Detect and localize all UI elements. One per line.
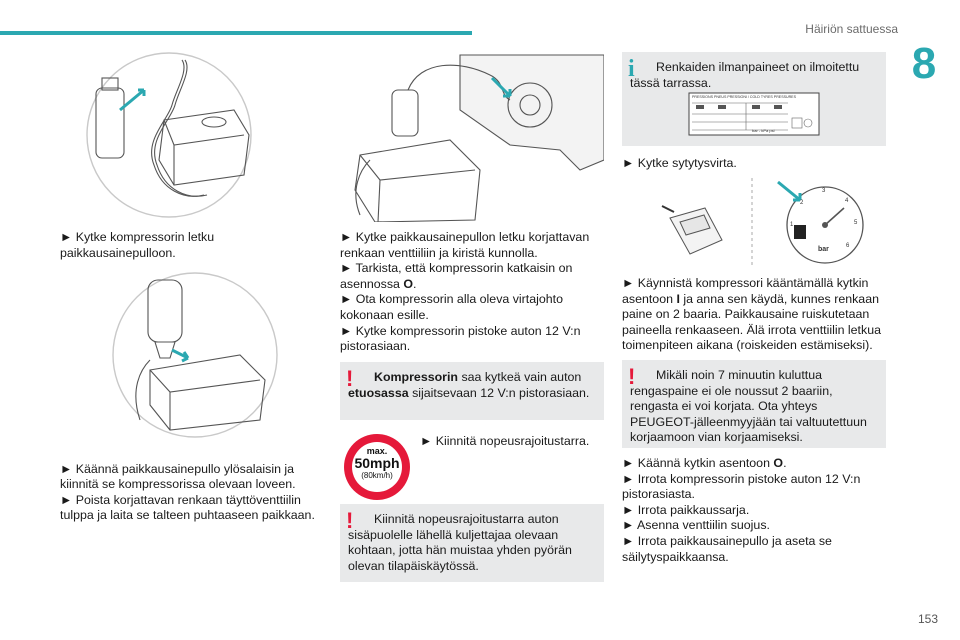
warning-text-sticker: Kiinnitä nopeusrajoitustarra auton sisäp… <box>348 512 572 573</box>
col1-text-1: ► Kytke kompressorin letku paikkausainep… <box>60 230 215 260</box>
gauge-unit-bar: bar <box>818 246 829 253</box>
compressor-switch-gauge-illustration <box>661 178 864 268</box>
warning-text-pressure: Mikäli noin 7 minuutin kuluttua rengaspa… <box>630 368 867 445</box>
warning-icon: ! <box>628 364 636 389</box>
warning-box-pressure: ! Mikäli noin 7 minuutin kuluttua rengas… <box>622 360 886 448</box>
bottle-upside-down-illustration <box>112 272 278 438</box>
gauge-tick-2: 2 <box>800 200 804 206</box>
chapter-number: 8 <box>911 39 937 88</box>
speed-sign-max: max. <box>366 446 388 456</box>
speed-limit-sticker-icon <box>344 434 410 500</box>
col1-paragraph-2: ► Käännä paikkausainepullo ylösalaisin j… <box>60 446 322 524</box>
warning-box-front-socket: ! Kompressorin saa kytkeä vain auton etu… <box>340 362 604 420</box>
col1-paragraph-1: ► Kytke kompressorin letku paikkausainep… <box>60 230 322 261</box>
warning-end: sijaitsevaan 12 V:n pistorasiaan. <box>408 385 590 400</box>
section-title: Häiriön sattuessa <box>805 22 898 36</box>
col3-step-unplug: ► Irrota kompressorin pistoke auton 12 V… <box>622 471 861 502</box>
col3-paragraph-1: ► Kytke sytytysvirta. <box>622 156 886 172</box>
col2-step-sticker: ► Kiinnitä nopeusrajoitustarra. <box>420 434 590 448</box>
warning-bold-front: etuosassa <box>348 385 409 400</box>
page-number: 153 <box>917 612 938 627</box>
col3-paragraph-3: ► Käännä kytkin asentoon O. ► Irrota kom… <box>622 456 886 565</box>
speed-sign-text: max. 50mph (80km/h) <box>342 446 412 481</box>
gauge-tick-3: 3 <box>822 188 826 194</box>
warning-text: Kompressorin saa kytkeä vain auton etuos… <box>348 370 596 401</box>
info-icon: i <box>628 56 635 82</box>
col3-step-ignition: ► Kytke sytytysvirta. <box>622 156 737 170</box>
switch-position-o: O <box>403 276 414 291</box>
col2-paragraph-1: ► Kytke paikkausainepullon letku korjatt… <box>340 230 604 355</box>
col2-paragraph-2: ► Kiinnitä nopeusrajoitustarra. <box>420 434 604 450</box>
gauge-tick-1: 1 <box>790 222 794 228</box>
col3-step-start-a: ► Käynnistä kompressori kääntämällä kytk… <box>622 276 869 306</box>
gauge-tick-4: 4 <box>845 198 849 204</box>
col3-step-valve-cap: ► Asenna venttiilin suojus. <box>622 518 770 533</box>
header-accent-bar <box>0 31 472 35</box>
col2-step-plug: ► Kytke kompressorin pistoke auton 12 V:… <box>340 323 581 354</box>
warning-icon: ! <box>346 508 354 533</box>
col2-step-connect-hose: ► Kytke paikkausainepullon letku korjatt… <box>340 230 590 260</box>
col3-step-store-bottle: ► Irrota paikkausainepullo ja aseta se s… <box>622 533 832 564</box>
info-text: Renkaiden ilmanpaineet on ilmoitettu täs… <box>630 60 860 90</box>
warning-bold-compressor: Kompressorin <box>374 370 458 384</box>
warning-box-sticker: ! Kiinnitä nopeusrajoitustarra auton sis… <box>340 504 604 582</box>
col3-step-start-b: ja anna sen käydä, kunnes renkaan paine … <box>622 291 881 353</box>
tyre-label-bar: bar <box>752 128 758 133</box>
tyre-label-kpa: kPa <box>761 128 769 133</box>
tyre-label-units: bar - kPa psi <box>752 128 775 133</box>
gauge-tick-6: 6 <box>846 243 850 249</box>
col3-paragraph-2: ► Käynnistä kompressori kääntämällä kytk… <box>622 276 886 354</box>
switch-position-o-2: O <box>773 456 784 470</box>
compressor-bottle-illustration <box>86 52 252 218</box>
speed-sign-kmh: (80km/h) <box>361 471 393 480</box>
col3-step-switch-o: ► Käännä kytkin asentoon O. <box>622 456 787 470</box>
tyre-label-psi: psi <box>769 128 775 133</box>
hose-to-tyre-illustration <box>354 54 604 222</box>
switch-position-i: I <box>676 291 680 306</box>
tyre-pressure-label-illustration <box>688 92 820 136</box>
col3-step-switch-o-text: ► Käännä kytkin asentoon <box>622 456 774 470</box>
speed-sign-value: 50mph <box>354 455 400 471</box>
gauge-tick-5: 5 <box>854 220 858 226</box>
col1-text-2: ► Käännä paikkausainepullo ylösalaisin j… <box>60 461 315 523</box>
col2-step-check-switch-text: ► Tarkista, että kompressorin katkaisin … <box>340 261 573 291</box>
warning-icon: ! <box>346 366 354 391</box>
col2-step-check-switch: ► Tarkista, että kompressorin katkaisin … <box>340 261 573 291</box>
col2-step-cable: ► Ota kompressorin alla oleva virtajohto… <box>340 292 564 322</box>
warning-mid: saa kytkeä vain auton <box>458 370 582 384</box>
tyre-label-title: PRESSIONS PNEUS PRESSIONI / COLD TYRES P… <box>692 95 796 99</box>
col3-step-remove-kit: ► Irrota paikkaussarja. <box>622 502 750 517</box>
